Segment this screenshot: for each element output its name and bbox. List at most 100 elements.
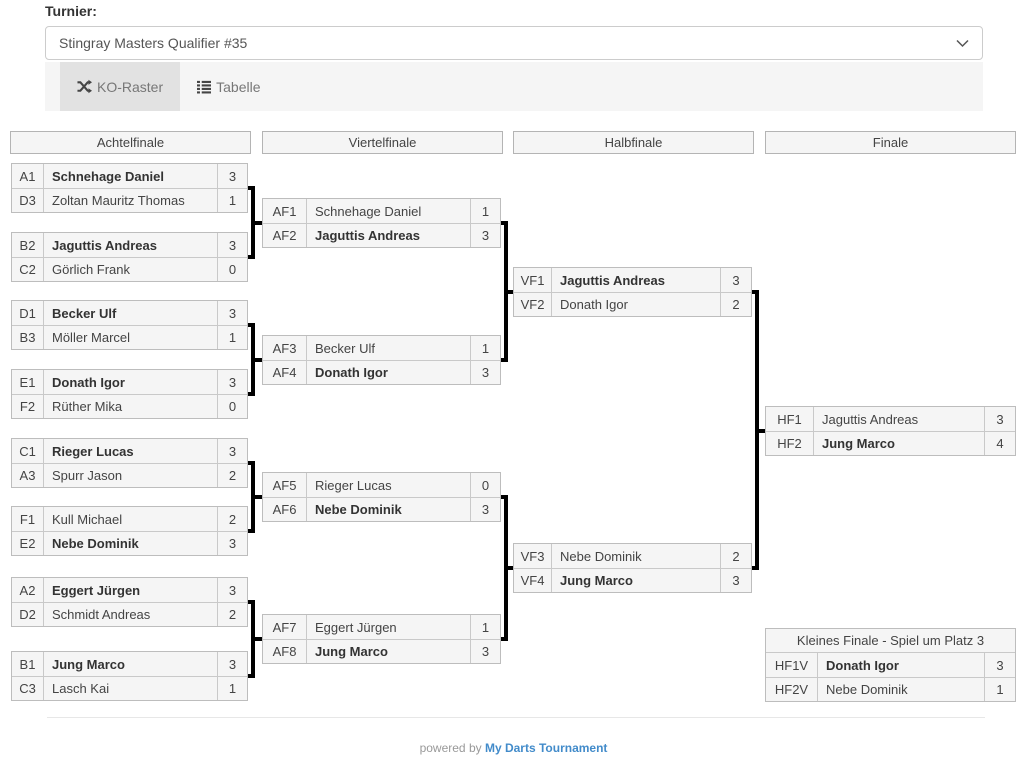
- round-header-viertelfinale: Viertelfinale: [262, 131, 503, 154]
- seed-label: AF4: [263, 361, 307, 384]
- player-score: 1: [470, 199, 500, 223]
- seed-label: F1: [12, 507, 44, 531]
- third-place-title: Kleines Finale - Spiel um Platz 3: [766, 629, 1015, 653]
- seed-label: VF4: [514, 569, 552, 592]
- seed-label: B1: [12, 652, 44, 676]
- player-name: Nebe Dominik: [560, 548, 642, 564]
- seed-label: AF7: [263, 615, 307, 639]
- player-score: 2: [217, 464, 247, 487]
- seed-label: AF1: [263, 199, 307, 223]
- player-name: Rieger Lucas: [315, 477, 392, 493]
- tab-tabelle-label: Tabelle: [216, 78, 261, 95]
- list-icon: [197, 80, 212, 94]
- player-score: 1: [470, 336, 500, 360]
- bracket-connector: [759, 429, 765, 433]
- player-name: Jaguttis Andreas: [822, 411, 919, 427]
- seed-label: AF6: [263, 498, 307, 521]
- player-name: Schnehage Daniel: [315, 203, 422, 219]
- player-score: 3: [470, 498, 500, 521]
- player-name: Rüther Mika: [52, 399, 123, 414]
- player-score: 3: [217, 439, 247, 463]
- footer: powered by My Darts Tournament: [0, 741, 1027, 755]
- footer-divider: [47, 717, 985, 718]
- seed-label: HF1: [766, 407, 814, 431]
- tab-tabelle[interactable]: Tabelle: [180, 62, 277, 111]
- player-name: Nebe Dominik: [315, 502, 402, 517]
- seed-label: A1: [12, 164, 44, 188]
- seed-label: C3: [12, 677, 44, 700]
- player-score: 2: [217, 603, 247, 626]
- tab-ko-raster[interactable]: KO-Raster: [60, 62, 181, 111]
- player-name: Eggert Jürgen: [52, 582, 141, 598]
- player-score: 3: [217, 301, 247, 325]
- tournament-label: Turnier:: [45, 3, 97, 19]
- player-name: Schmidt Andreas: [52, 607, 151, 622]
- player-name: Lasch Kai: [52, 681, 110, 696]
- bracket-connector: [251, 186, 255, 259]
- player-name: Jaguttis Andreas: [315, 228, 420, 243]
- tournament-select-value: Stingray Masters Qualifier #35: [59, 35, 248, 51]
- player-score: 2: [217, 507, 247, 531]
- player-name: Rieger Lucas: [52, 443, 134, 459]
- seed-label: D1: [12, 301, 44, 325]
- player-name: Donath Igor: [826, 657, 899, 673]
- player-score: 3: [470, 361, 500, 384]
- player-name: Spurr Jason: [52, 468, 123, 483]
- player-score: 3: [217, 233, 247, 257]
- player-name: Görlich Frank: [52, 262, 131, 277]
- bracket-connector: [508, 566, 513, 570]
- player-name: Eggert Jürgen: [315, 619, 397, 635]
- seed-label: C2: [12, 258, 44, 281]
- bracket-connector: [504, 495, 508, 641]
- round-header-finale: Finale: [765, 131, 1016, 154]
- player-name: Jung Marco: [560, 573, 633, 588]
- bracket-connector: [255, 637, 262, 641]
- player-name: Donath Igor: [52, 374, 125, 390]
- round-header-achtelfinale: Achtelfinale: [10, 131, 251, 154]
- player-name: Jung Marco: [52, 656, 125, 672]
- bracket-connector: [508, 290, 513, 294]
- player-score: 4: [984, 432, 1015, 455]
- player-name: Jung Marco: [315, 644, 388, 659]
- footer-link[interactable]: My Darts Tournament: [484, 741, 608, 755]
- player-name: Nebe Dominik: [826, 682, 908, 697]
- bracket-connector: [255, 495, 262, 499]
- seed-label: A2: [12, 578, 44, 602]
- tournament-select[interactable]: Stingray Masters Qualifier #35: [45, 26, 983, 60]
- player-score: 3: [217, 532, 247, 555]
- bracket-connector: [255, 358, 262, 362]
